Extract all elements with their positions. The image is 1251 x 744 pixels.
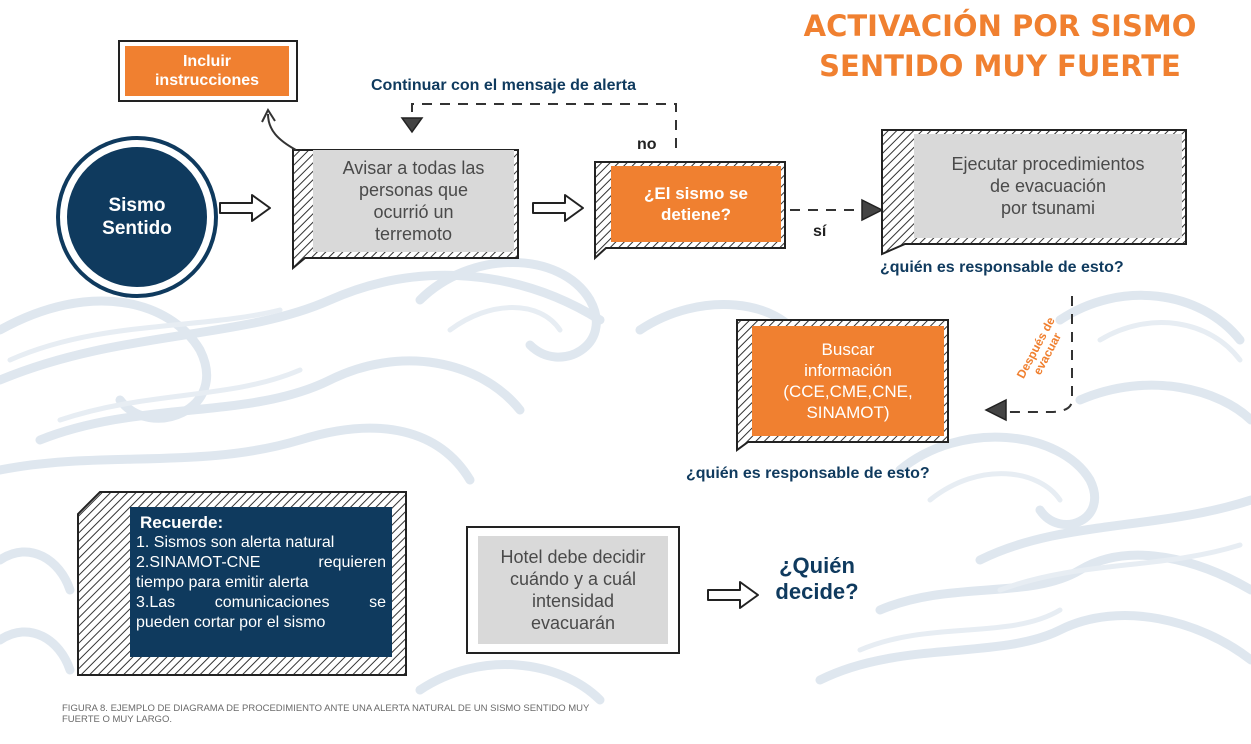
remember-line-4: 3.Las comunicaciones se [136, 594, 386, 611]
page-title: ACTIVACIÓN POR SISMO SENTIDO MUY FUERTE [760, 6, 1240, 86]
responsible-label-1: ¿quién es responsable de esto? [880, 259, 1124, 276]
search-info-box: Buscar información (CCE,CME,CNE, SINAMOT… [752, 326, 944, 436]
responsible-label-2: ¿quién es responsable de esto? [686, 465, 930, 482]
evacuate-box: Ejecutar procedimientos de evacuación po… [914, 134, 1182, 238]
start-node: Sismo Sentido [60, 140, 214, 294]
caption-line-1: FIGURA 8. EJEMPLO DE DIAGRAMA DE PROCEDI… [62, 703, 590, 714]
hotel-box-line-4: evacuarán [530, 613, 616, 633]
arrow-start-to-notify [219, 194, 271, 222]
search-box-line-4: SINAMOT) [806, 403, 890, 422]
remember-heading: Recuerde: [140, 513, 224, 532]
arrow-hotel-to-question [707, 581, 759, 609]
arrowhead-yes [861, 198, 884, 222]
notify-box-line-1: Avisar a todas las [342, 158, 485, 178]
who-decides-label: ¿Quién decide? [762, 553, 872, 605]
continue-alert-label: Continuar con el mensaje de alerta [371, 77, 636, 94]
include-box-line-1: Incluir [182, 53, 231, 70]
remember-line-5: pueden cortar por el sismo [136, 614, 326, 631]
no-label: no [637, 136, 657, 153]
notify-box-line-2: personas que [358, 180, 469, 200]
evacuate-box-line-2: de evacuación [989, 176, 1107, 196]
start-node-line-1: Sismo [108, 195, 166, 216]
title-line-2: SENTIDO MUY FUERTE [819, 49, 1181, 83]
hotel-box-line-2: cuándo y a cuál [509, 569, 637, 589]
who-decides-line-2: decide? [775, 579, 859, 604]
search-box-line-3: (CCE,CME,CNE, [783, 382, 913, 401]
figure-caption: FIGURA 8. EJEMPLO DE DIAGRAMA DE PROCEDI… [62, 703, 822, 725]
hotel-box-line-3: intensidad [531, 591, 615, 611]
hotel-decision-box: Hotel debe decidir cuándo y a cuál inten… [478, 536, 668, 644]
arrowhead-no [400, 117, 424, 134]
notify-box: Avisar a todas las personas que ocurrió … [313, 150, 514, 252]
title-line-1: ACTIVACIÓN POR SISMO [803, 9, 1197, 43]
remember-box: Recuerde: 1. Sismos son alerta natural 2… [130, 507, 392, 657]
decision-box-line-2: detiene? [661, 205, 731, 224]
remember-line-3: tiempo para emitir alerta [136, 574, 309, 591]
connector-include [267, 113, 297, 151]
start-node-line-2: Sentido [102, 218, 172, 239]
evacuate-box-line-1: Ejecutar procedimientos [951, 154, 1145, 174]
caption-line-2: FUERTE O MUY LARGO. [62, 714, 172, 725]
search-box-line-2: información [804, 361, 892, 380]
hotel-box-line-1: Hotel debe decidir [500, 547, 646, 567]
arrow-notify-to-decision [532, 194, 584, 222]
decision-box: ¿El sismo se detiene? [611, 166, 781, 242]
connector-no-loop [411, 103, 677, 148]
search-box-line-1: Buscar [821, 340, 875, 359]
remember-line-2: 2.SINAMOT-CNE requieren [136, 554, 386, 571]
who-decides-line-1: ¿Quién [779, 553, 855, 578]
include-box-line-2: instrucciones [154, 72, 260, 89]
connector-after-evacuate [1006, 296, 1073, 413]
notify-box-line-3: ocurrió un [373, 202, 454, 222]
decision-box-line-1: ¿El sismo se [644, 184, 748, 203]
notify-box-line-4: terremoto [374, 224, 453, 244]
yes-label: sí [813, 223, 827, 240]
remember-line-1: 1. Sismos son alerta natural [136, 534, 335, 551]
arrowhead-after-evacuate [984, 398, 1007, 422]
include-instructions-box: Incluir instrucciones [125, 46, 289, 96]
evacuate-box-line-3: por tsunami [1000, 198, 1096, 218]
